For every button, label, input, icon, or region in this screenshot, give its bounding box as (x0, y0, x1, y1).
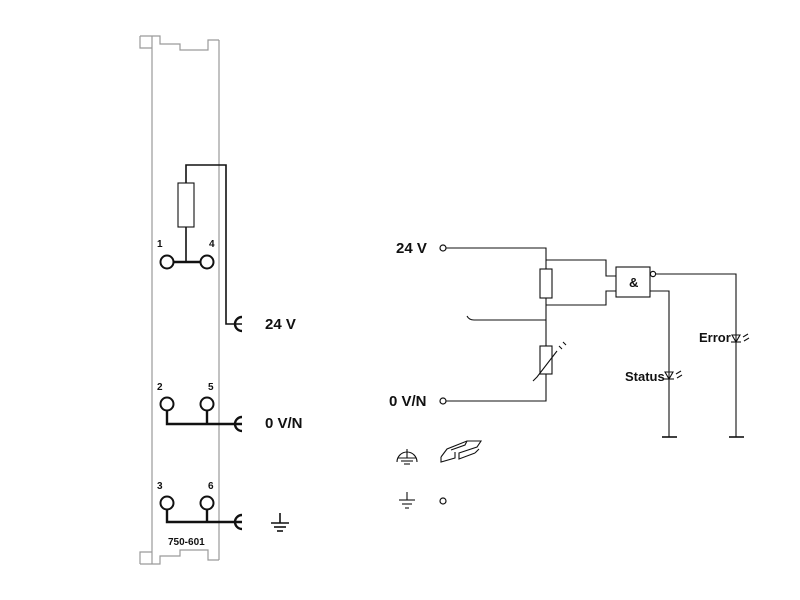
and-gate-label: & (629, 275, 638, 290)
module-label-0v: 0 V/N (265, 415, 303, 432)
pin-label-4: 4 (209, 239, 215, 250)
terminal-ground-icon (439, 497, 447, 505)
error-led-icon (731, 333, 750, 344)
module-fuse (177, 164, 242, 325)
error-label: Error (699, 330, 731, 345)
terminal-3[interactable] (159, 495, 175, 511)
connector-24v-icon (233, 315, 243, 333)
pin-label-1: 1 (157, 239, 163, 250)
terminal-pair-1-4 (159, 254, 215, 270)
schematic-label-24v: 24 V (396, 240, 427, 257)
connector-symbols (233, 315, 243, 531)
protective-earth-icon (396, 449, 418, 465)
terminal-5[interactable] (199, 396, 215, 412)
terminal-0v-icon (439, 397, 447, 405)
terminal-pair-2-5 (159, 396, 242, 426)
schematic (396, 244, 750, 509)
inverter-bubble-icon (649, 270, 657, 278)
status-label: Status (625, 369, 665, 384)
din-rail-icon (440, 440, 483, 463)
connector-0v-icon (233, 415, 243, 433)
terminal-6[interactable] (199, 495, 215, 511)
pin-label-6: 6 (208, 481, 214, 492)
ground-icon (271, 513, 289, 532)
pin-label-2: 2 (157, 382, 163, 393)
connector-pe-icon (233, 513, 243, 531)
and-gate (615, 266, 651, 298)
pin-label-3: 3 (157, 481, 163, 492)
fuse-icon (539, 268, 553, 299)
pin-label-5: 5 (208, 382, 214, 393)
terminal-2[interactable] (159, 396, 175, 412)
terminal-24v-icon (439, 244, 447, 252)
module-label-24v: 24 V (265, 316, 296, 333)
schematic-label-0v: 0 V/N (389, 393, 427, 410)
terminal-pair-3-6 (159, 495, 242, 524)
part-number: 750-601 (168, 537, 205, 548)
functional-ground-icon (399, 492, 415, 509)
terminal-4[interactable] (199, 254, 215, 270)
status-led-icon (664, 370, 683, 381)
terminal-1[interactable] (159, 254, 175, 270)
module-outline (139, 35, 220, 565)
